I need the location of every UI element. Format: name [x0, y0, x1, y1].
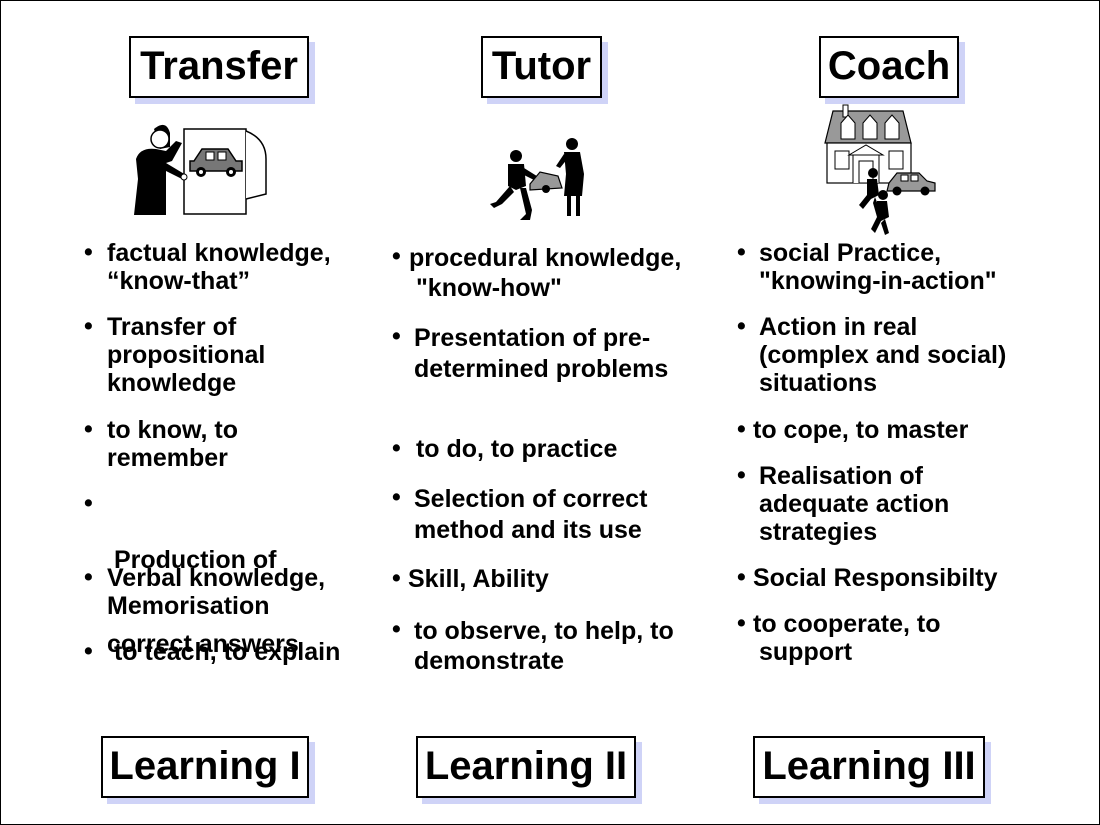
list-item-line: Social Responsibilty [753, 564, 998, 592]
bullet: • [392, 434, 401, 462]
list-item-line: Transfer of [107, 313, 237, 341]
list-item-line: determined problems [414, 355, 669, 383]
list-item-line: Selection of correct [414, 485, 648, 513]
list-item-line: to cooperate, to [753, 610, 941, 638]
bullet: • [392, 242, 401, 270]
list-item-line: knowledge [107, 369, 237, 397]
list-item: to observe, to help, to demonstrate [414, 616, 674, 676]
list-item-line: Production of [107, 546, 277, 574]
house-car-runners-icon [824, 104, 936, 235]
header-transfer: Transfer [129, 36, 309, 98]
list-item-line: method and its use [414, 516, 642, 544]
list-item-line: Realisation of [759, 462, 923, 490]
list-item-line: to know, to [107, 416, 238, 444]
footer-learning-1: Learning I [101, 736, 309, 798]
list-item-line: situations [759, 369, 878, 397]
list-item: to teach, to explain [107, 638, 340, 666]
list-item: social Practice, "knowing-in-action" [759, 239, 997, 295]
footer-learning-2: Learning II [416, 736, 636, 798]
footer-learning-1-label: Learning I [109, 744, 301, 788]
presenter-with-car-chart-icon [134, 124, 267, 215]
bullet: • [84, 312, 93, 340]
header-tutor: Tutor [481, 36, 602, 98]
header-coach: Coach [819, 36, 959, 98]
list-item: to do, to practice [409, 435, 617, 463]
footer-learning-3: Learning III [753, 736, 985, 798]
list-item: Presentation of pre- determined problems [414, 323, 668, 385]
list-item: Production of correct answers [107, 490, 299, 714]
list-item-line: remember [107, 444, 228, 472]
list-item-line: to observe, to help, to [414, 617, 674, 645]
list-item-line: strategies [759, 518, 878, 546]
bullet: • [737, 461, 746, 489]
list-item-line: correct answers [107, 630, 299, 658]
list-item-line: Action in real [759, 313, 918, 341]
list-item-line: to do, to practice [409, 435, 618, 463]
list-item: to cooperate, to support [753, 610, 941, 666]
tutor-with-mechanic-icon [490, 138, 584, 220]
list-item: to know, to remember [107, 416, 238, 472]
bullet: • [737, 238, 746, 266]
header-tutor-label: Tutor [491, 44, 592, 88]
list-item-line: support [759, 638, 853, 666]
bullet: • [737, 312, 746, 340]
list-item-line: Skill, Ability [408, 565, 549, 593]
list-item: to cope, to master [753, 416, 968, 444]
list-item: procedural knowledge, "know-how" [409, 243, 681, 303]
list-item: Social Responsibilty [753, 564, 998, 592]
list-item-line: demonstrate [414, 647, 565, 675]
list-item-line: social Practice, [759, 239, 942, 267]
header-coach-label: Coach [827, 44, 951, 88]
list-item-line: to cope, to master [753, 416, 969, 444]
list-item-line: procedural knowledge, [409, 244, 682, 272]
list-item-line: Presentation of pre- [414, 324, 651, 352]
bullet: • [392, 322, 401, 350]
list-item-line: Memorisation [107, 592, 270, 620]
bullet: • [392, 564, 401, 592]
list-item: Skill, Ability [408, 565, 549, 593]
bullet: • [84, 415, 93, 443]
list-item: Realisation of adequate action strategie… [759, 462, 949, 546]
footer-learning-3-label: Learning III [762, 744, 976, 788]
bullet: • [737, 415, 746, 443]
list-item-line: "know-how" [409, 274, 562, 302]
bullet: • [737, 609, 746, 637]
list-item-line: to teach, to explain [107, 638, 341, 666]
bullet: • [84, 238, 93, 266]
list-item-line: factual knowledge, [107, 239, 331, 267]
bullet: • [392, 615, 401, 643]
list-item: Verbal knowledge, Memorisation [107, 564, 325, 620]
bullet: • [737, 563, 746, 591]
bullet: • [84, 489, 93, 517]
list-item-line: Verbal knowledge, [107, 564, 326, 592]
list-item-line: propositional [107, 341, 266, 369]
bullet: • [392, 483, 401, 511]
header-transfer-label: Transfer [140, 44, 298, 88]
list-item: Selection of correct method and its use [414, 484, 647, 546]
footer-learning-2-label: Learning II [424, 744, 628, 788]
list-item: Action in real (complex and social) situ… [759, 313, 1006, 397]
list-item-line: “know-that” [107, 267, 251, 295]
list-item: factual knowledge, “know-that” [107, 239, 331, 295]
list-item: Transfer of propositional knowledge [107, 313, 265, 397]
bullet: • [84, 637, 93, 665]
list-item-line: "knowing-in-action" [759, 267, 997, 295]
bullet: • [84, 563, 93, 591]
list-item-line: adequate action [759, 490, 950, 518]
list-item-line: (complex and social) [759, 341, 1007, 369]
